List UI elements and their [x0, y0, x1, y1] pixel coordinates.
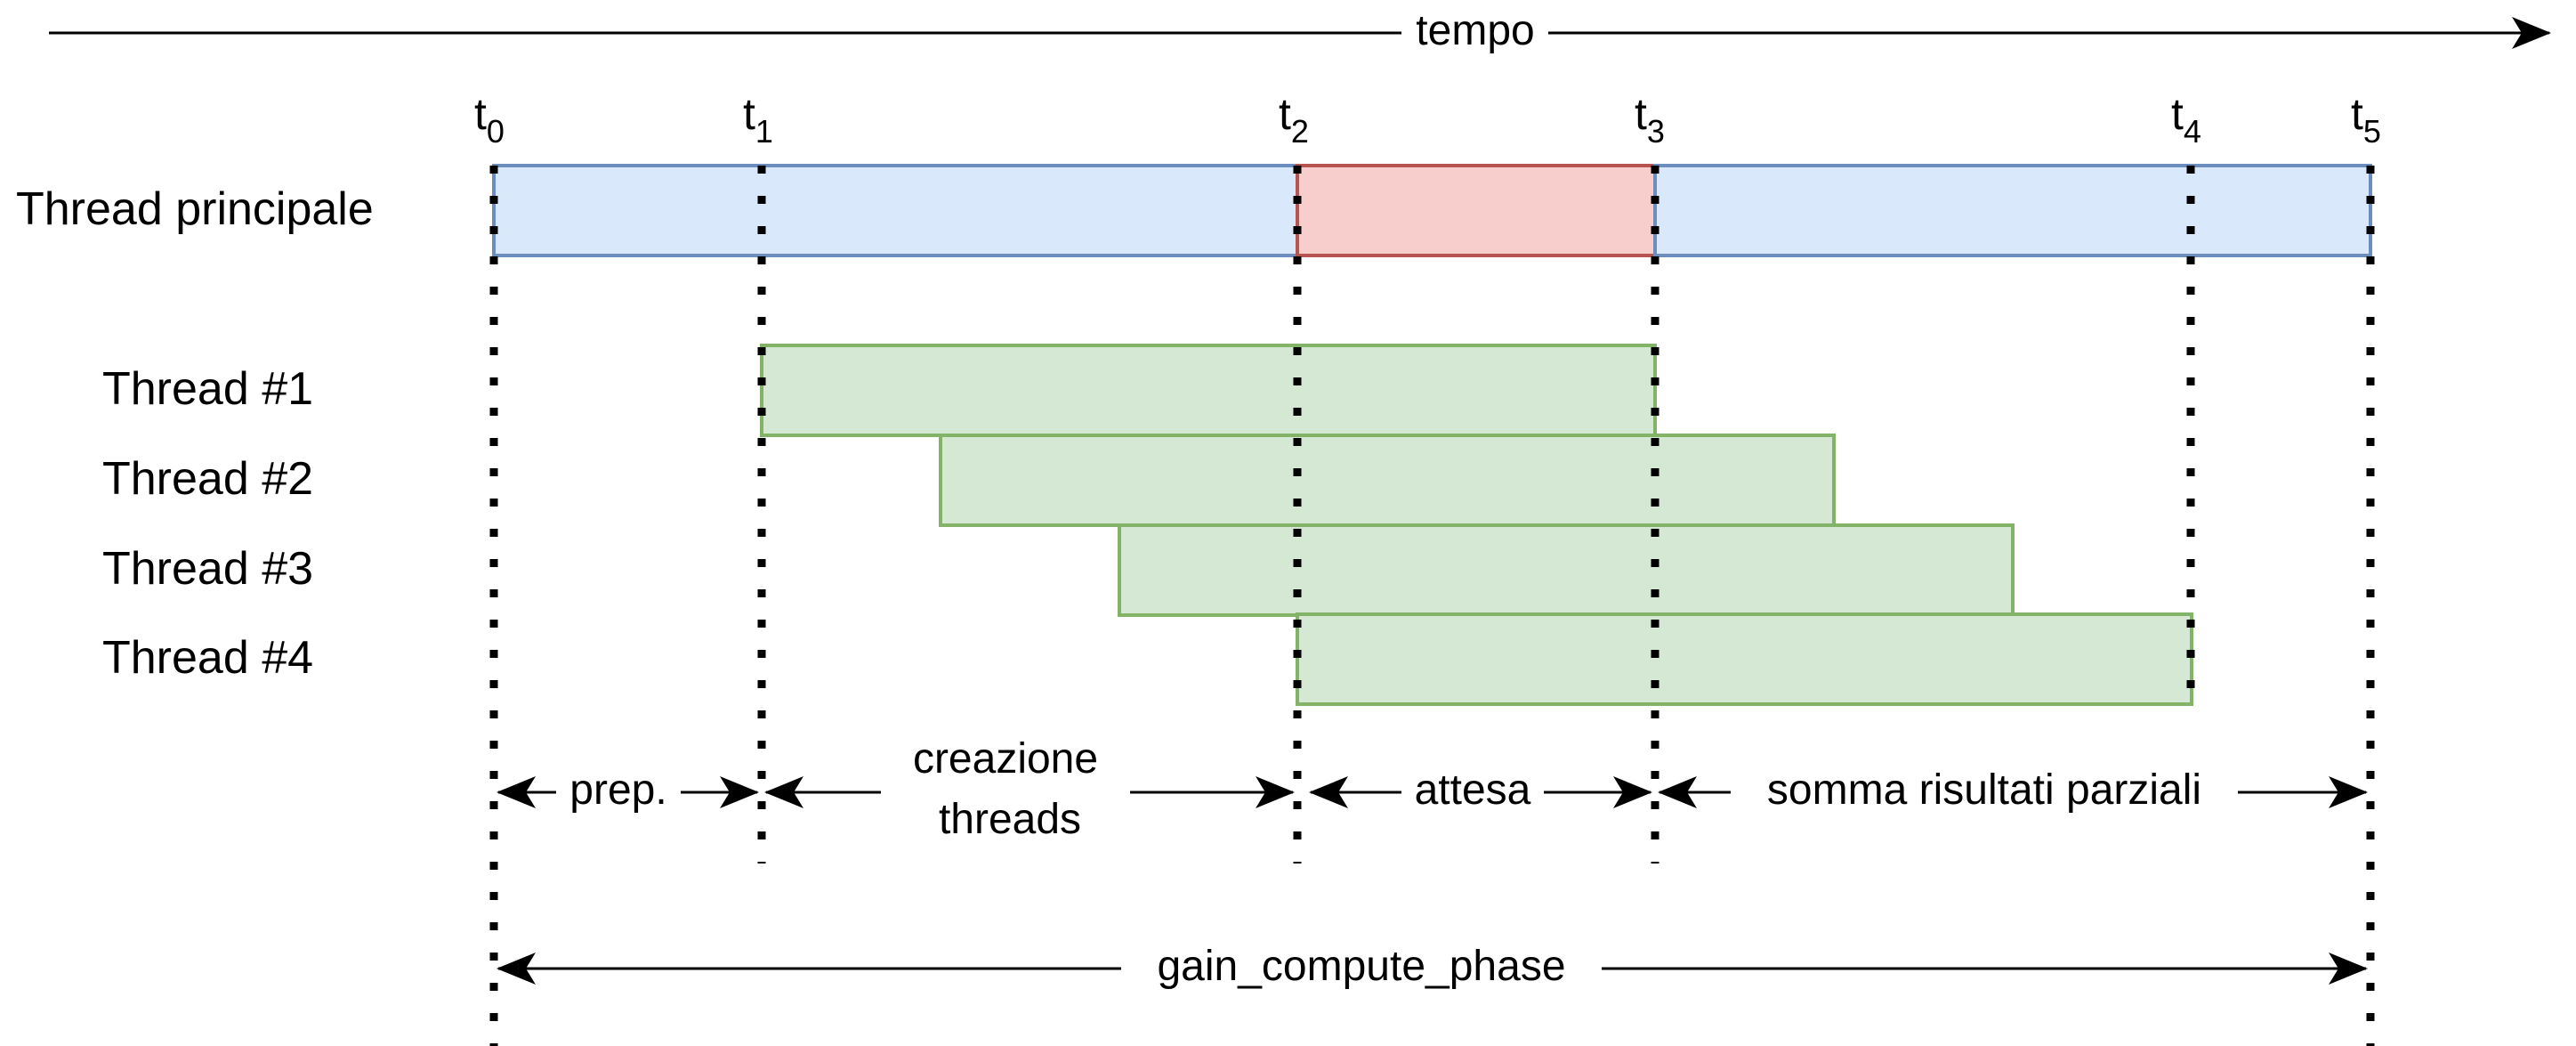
- row-label-thread-2: Thread #2: [102, 453, 313, 505]
- worker-bar-2: [939, 434, 1836, 527]
- tick-t5: t5: [2351, 89, 2381, 150]
- phase-label-creation-line1: creazione: [913, 735, 1098, 782]
- worker-thread-bars: [760, 344, 2193, 706]
- time-markers: [489, 166, 2375, 1046]
- label-bg-wait: [1401, 766, 1544, 817]
- worker-bar-4: [1296, 612, 2193, 706]
- phase-label-prep: prep.: [569, 766, 666, 814]
- phase-label-sum: somma risultati parziali: [1767, 766, 2201, 814]
- row-label-thread-3: Thread #3: [102, 543, 313, 595]
- phase-labels: prep. creazione threads attesa somma ris…: [556, 726, 2238, 993]
- phase-label-creation-line2: threads: [939, 796, 1081, 843]
- row-label-thread-4: Thread #4: [102, 632, 313, 684]
- main-thread-wait-segment: [1296, 164, 1657, 257]
- main-thread-sum-segment: [1653, 164, 2372, 257]
- phase-label-wait: attesa: [1415, 766, 1531, 814]
- time-axis-label: tempo: [1416, 7, 1534, 54]
- phase-label-total: gain_compute_phase: [1157, 943, 1565, 990]
- tick-t4: t4: [2171, 89, 2201, 150]
- tick-t0: t0: [474, 89, 505, 150]
- time-axis-label-bg: [1401, 9, 1548, 57]
- row-label-thread-1: Thread #1: [102, 363, 313, 415]
- row-labels: Thread principale Thread #1 Thread #2 Th…: [16, 183, 374, 684]
- tick-t3: t3: [1635, 89, 1665, 150]
- main-thread-bar: [492, 164, 2372, 257]
- label-bg-total: [1121, 942, 1602, 993]
- row-label-main: Thread principale: [16, 183, 374, 235]
- main-thread-prep-segment: [492, 164, 1299, 257]
- worker-bar-3: [1118, 523, 2015, 617]
- tick-t1: t1: [743, 89, 773, 150]
- label-bg-prep: [556, 766, 681, 817]
- label-bg-creation: [881, 726, 1130, 850]
- label-bg-sum: [1731, 766, 2238, 817]
- time-axis: tempo: [49, 7, 2551, 57]
- worker-bar-1: [760, 344, 1657, 437]
- tick-labels: t0 t1 t2 t3 t4 t5: [474, 89, 2381, 150]
- tick-t2: t2: [1279, 89, 1309, 150]
